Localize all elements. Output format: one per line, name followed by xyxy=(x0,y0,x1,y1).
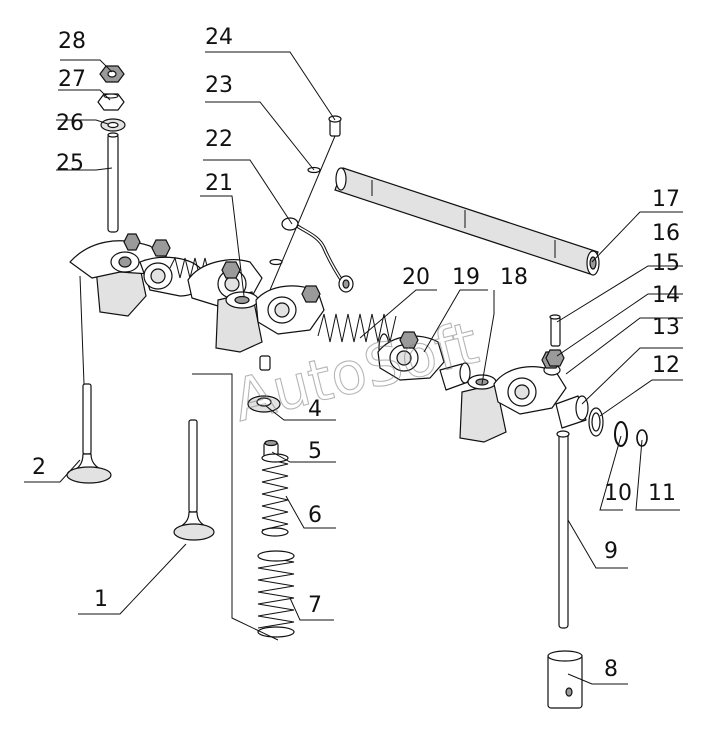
callout-labels: 28 27 26 25 24 23 22 21 20 19 18 17 16 1… xyxy=(32,25,680,682)
nut-15 xyxy=(545,349,565,367)
circlip-11 xyxy=(636,429,648,447)
rocker-bracket-left xyxy=(69,233,205,317)
spring-retainer-4 xyxy=(247,395,281,413)
callout-22: 22 xyxy=(205,127,233,152)
callout-15: 15 xyxy=(652,251,680,276)
tappet-8 xyxy=(547,650,583,709)
nut-27 xyxy=(97,93,125,111)
callout-7: 7 xyxy=(308,593,322,618)
callout-10: 10 xyxy=(604,481,632,506)
washer-12 xyxy=(588,407,604,437)
callout-8: 8 xyxy=(604,657,618,682)
oil-pipe-22 xyxy=(281,217,354,293)
rocker-arm-19 xyxy=(377,331,445,381)
adjusting-screw-16 xyxy=(549,314,561,347)
push-rod-9 xyxy=(556,430,570,629)
callout-17: 17 xyxy=(652,187,680,212)
watermark: AutoSoft xyxy=(227,309,485,435)
callout-16: 16 xyxy=(652,221,680,246)
callout-13: 13 xyxy=(652,315,680,340)
bushing-13 xyxy=(555,395,589,429)
rocker-arm-middle-right xyxy=(255,285,325,335)
callout-23: 23 xyxy=(205,73,233,98)
leader-lines xyxy=(24,51,683,685)
callout-25: 25 xyxy=(56,151,84,176)
callout-28: 28 xyxy=(58,29,86,54)
circlip-10 xyxy=(614,421,628,447)
callout-14: 14 xyxy=(652,283,680,308)
callout-19: 19 xyxy=(452,265,480,290)
callout-2: 2 xyxy=(32,455,46,480)
rocker-bracket-middle xyxy=(215,291,263,353)
adjusting-screw-25 xyxy=(107,132,119,233)
callout-5: 5 xyxy=(308,439,322,464)
banjo-bolt-24 xyxy=(328,115,342,137)
washer-26 xyxy=(100,118,126,132)
rocker-shaft xyxy=(334,167,600,276)
callout-21: 21 xyxy=(205,171,233,196)
callout-27: 27 xyxy=(58,67,86,92)
sealing-washer-23 xyxy=(269,166,321,266)
valve-1 xyxy=(173,419,215,541)
callout-1: 1 xyxy=(94,587,108,612)
nut-28 xyxy=(99,65,125,83)
callout-20: 20 xyxy=(402,265,430,290)
outer-valve-spring-7 xyxy=(257,550,295,638)
callout-6: 6 xyxy=(308,503,322,528)
callout-9: 9 xyxy=(604,539,618,564)
valve-2 xyxy=(66,383,112,484)
callout-12: 12 xyxy=(652,353,680,378)
callout-4: 4 xyxy=(308,397,322,422)
callout-26: 26 xyxy=(56,111,84,136)
inner-valve-spring-6 xyxy=(261,453,289,537)
callout-11: 11 xyxy=(648,481,676,506)
group-bracket xyxy=(192,373,279,641)
valve-cap xyxy=(259,355,271,371)
callout-24: 24 xyxy=(205,25,233,50)
callout-18: 18 xyxy=(500,265,528,290)
bushing-19 xyxy=(439,362,471,391)
